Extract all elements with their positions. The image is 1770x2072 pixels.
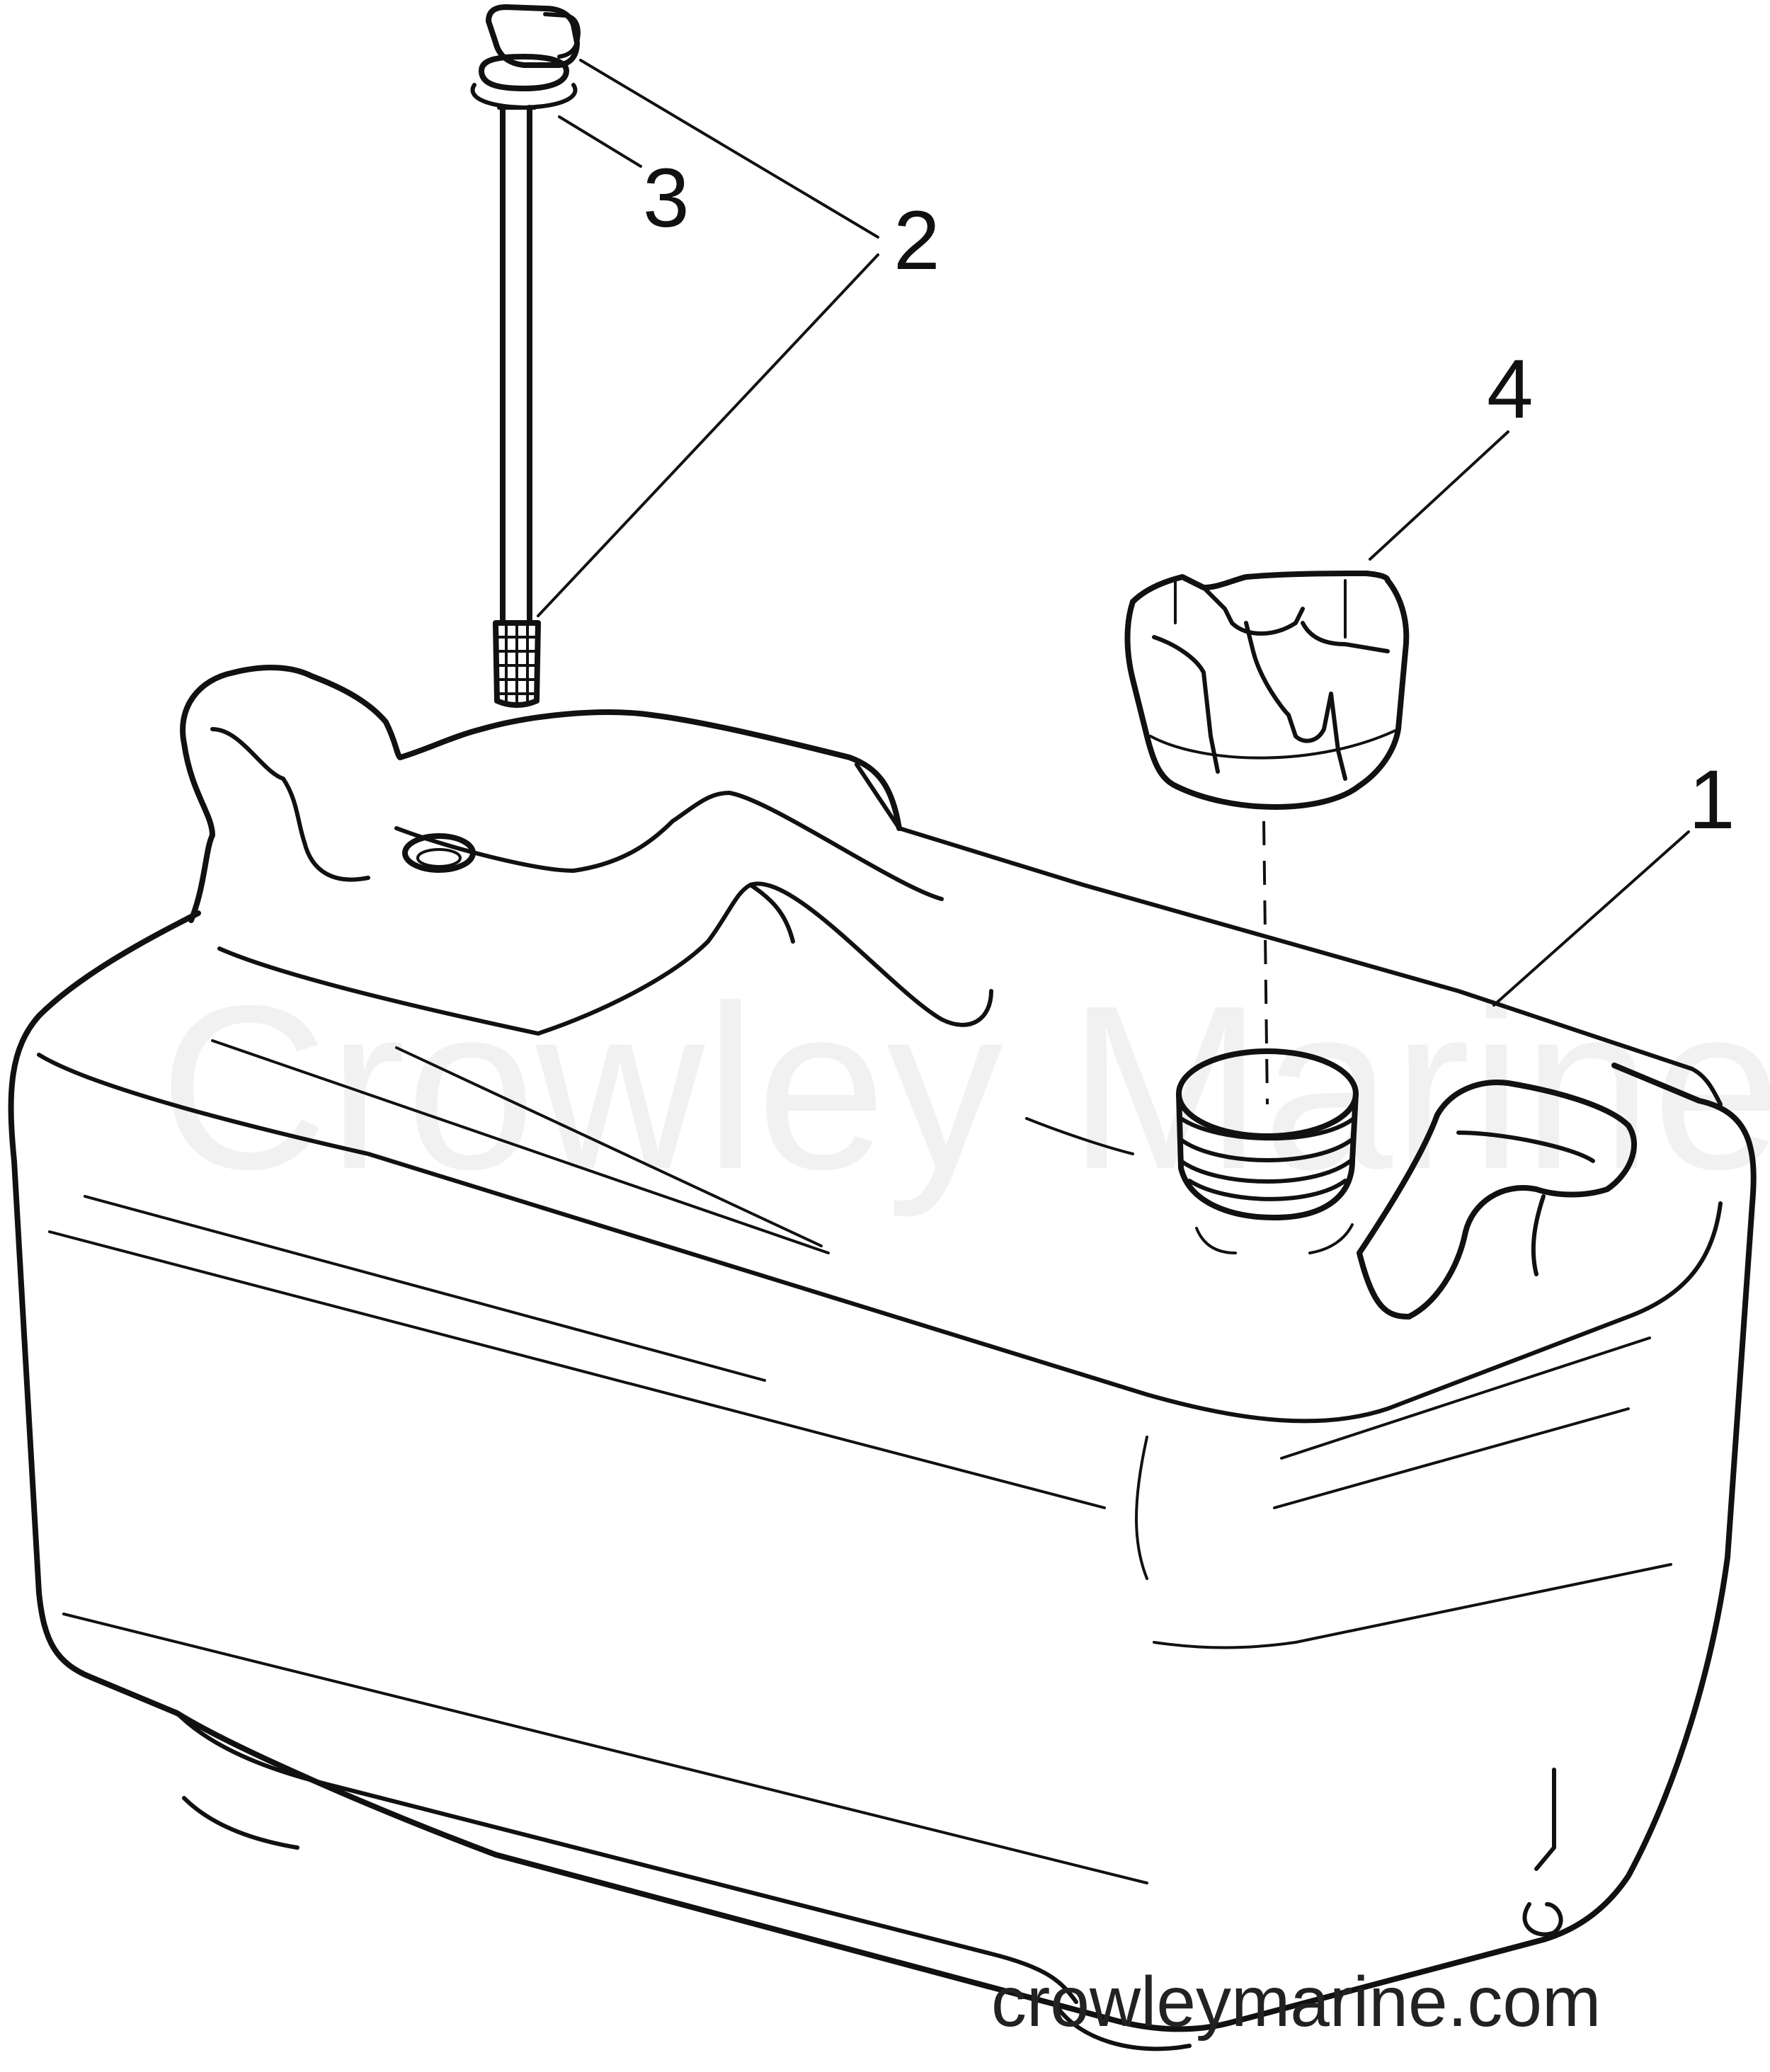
cap-slot-2 xyxy=(1244,621,1333,743)
fill-neck-base xyxy=(1195,1223,1354,1254)
tank-contour-5 xyxy=(1280,1337,1651,1460)
callout-3: 3 xyxy=(643,151,690,245)
handle-outline xyxy=(180,665,902,923)
fill-neck-thread-4 xyxy=(1187,1179,1347,1201)
fill-neck-thread-2 xyxy=(1179,1136,1356,1162)
handle-left-tab xyxy=(210,727,370,882)
handle-grip-front xyxy=(217,881,993,1036)
callout-2: 2 xyxy=(893,194,940,287)
tank-outline xyxy=(8,910,1757,2032)
leader-2a xyxy=(579,59,879,239)
cap-slot-1 xyxy=(1201,585,1305,636)
pickup-filter-mesh xyxy=(496,622,538,708)
tank-contour-7 xyxy=(1153,1563,1672,1649)
leader-1 xyxy=(1492,830,1690,1007)
cap-outline xyxy=(1124,578,1410,810)
vent-hole-inner xyxy=(416,848,462,868)
callout-4: 4 xyxy=(1487,343,1534,436)
handle-grip-underside xyxy=(748,883,795,944)
tank-top-front-edge xyxy=(37,1053,1723,1424)
elbow-nozzle xyxy=(543,12,581,59)
handle-grip-top xyxy=(394,791,944,901)
cap-lower-band xyxy=(1149,728,1400,760)
rear-grip-outline xyxy=(1357,1080,1638,1320)
fill-neck-body xyxy=(1176,1091,1359,1220)
leader-3 xyxy=(558,115,642,168)
cap-top xyxy=(1130,571,1391,605)
tank-contour-4 xyxy=(1135,1436,1148,1580)
tank-contour-2 xyxy=(48,1230,1106,1509)
fitting-collar xyxy=(479,54,569,91)
fill-neck xyxy=(1176,1048,1359,1254)
cap-rib-right xyxy=(1329,692,1347,781)
handle-back-rise xyxy=(855,762,901,830)
tank-contour-3 xyxy=(62,1613,1148,1884)
fuel-tank xyxy=(8,826,1757,2051)
fill-neck-thread-1 xyxy=(1179,1116,1356,1141)
cap-centerline xyxy=(1262,820,1269,1105)
tank-top-back-edge xyxy=(897,826,1723,1106)
fuel-cap xyxy=(1124,571,1410,810)
tank-right-foot xyxy=(1522,1768,1563,1937)
pickup-filter xyxy=(493,620,541,708)
deck-contour-3 xyxy=(1025,1117,1134,1155)
tank-base xyxy=(175,1711,1078,2004)
vent-hole xyxy=(402,833,476,873)
cap-inner xyxy=(1174,579,1347,639)
website-text: crowleymarine.com xyxy=(991,1962,1601,2042)
pickup-tube xyxy=(500,105,532,626)
tank-handle xyxy=(180,665,993,1036)
tank-foot-left xyxy=(182,1796,299,1850)
tank-contour-6 xyxy=(1273,1407,1630,1509)
rear-grip-detail xyxy=(1456,1131,1595,1276)
deck-contour-2 xyxy=(395,1046,823,1247)
fill-neck-thread-3 xyxy=(1179,1157,1354,1184)
leader-2b xyxy=(537,253,879,617)
leader-4 xyxy=(1369,430,1509,561)
rear-grip xyxy=(1357,1080,1638,1320)
callout-1: 1 xyxy=(1689,753,1735,847)
cap-slot-3 xyxy=(1301,621,1390,653)
tank-foot-right xyxy=(1053,2001,1192,2051)
leader-lines xyxy=(537,59,1690,1007)
cap-rib-left xyxy=(1152,635,1220,774)
deck-contour-1 xyxy=(211,1039,830,1254)
pickup-tube-assembly xyxy=(470,4,581,708)
tank-contour-1 xyxy=(84,1195,766,1382)
